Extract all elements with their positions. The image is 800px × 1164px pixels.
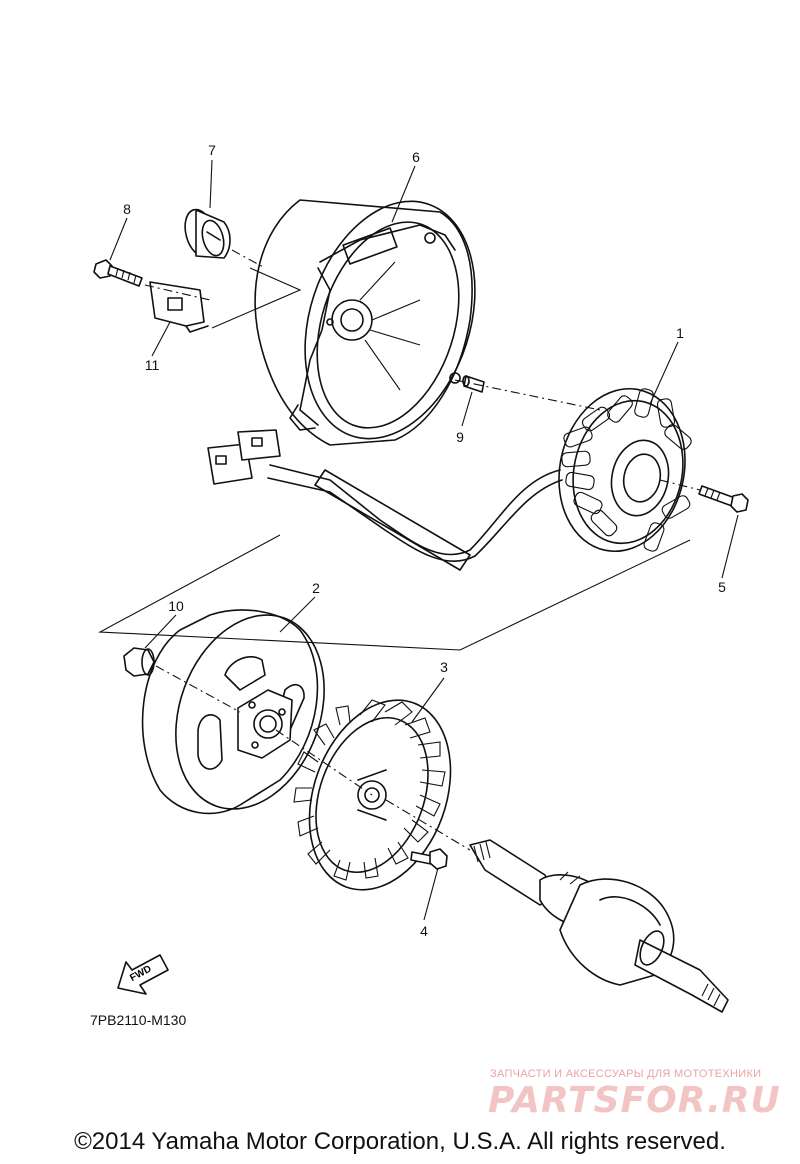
plug-part-7 <box>184 208 231 259</box>
callout-leaders <box>109 159 739 921</box>
diagram-code: 7PB2110-M130 <box>90 1012 187 1028</box>
callout-3: 3 <box>440 659 448 675</box>
bolt-part-4 <box>410 848 448 870</box>
fwd-arrow: FWD <box>117 954 169 995</box>
callout-8: 8 <box>123 201 131 217</box>
bolt-part-5 <box>698 485 749 513</box>
callout-5: 5 <box>718 579 726 595</box>
callout-6: 6 <box>412 149 420 165</box>
callout-11: 11 <box>145 357 160 373</box>
generator-cover <box>254 199 476 446</box>
crankshaft <box>469 839 729 1013</box>
bolt-part-8 <box>93 259 143 287</box>
callout-7: 7 <box>208 142 216 158</box>
pin-part-9 <box>462 375 485 393</box>
callout-labels: 7 6 8 11 1 9 5 2 10 3 4 <box>123 142 726 939</box>
clamp-part-11 <box>149 281 209 333</box>
guide-lines <box>98 249 701 851</box>
rotor-part-2 <box>141 609 325 815</box>
callout-2: 2 <box>312 580 320 596</box>
stator-part-1 <box>207 387 692 571</box>
nut-part-10 <box>123 647 155 677</box>
callout-4: 4 <box>420 923 428 939</box>
watermark-tagline: ЗАПЧАСТИ И АКСЕССУАРЫ ДЛЯ МОТОТЕХНИКИ <box>490 1068 762 1080</box>
copyright-notice: ©2014 Yamaha Motor Corporation, U.S.A. A… <box>74 1128 726 1155</box>
watermark-logo: PARTSFOR.RU <box>488 1080 781 1121</box>
callout-9: 9 <box>456 429 464 445</box>
fan-part-3 <box>293 699 452 891</box>
callout-1: 1 <box>676 325 684 341</box>
callout-10: 10 <box>168 598 184 614</box>
